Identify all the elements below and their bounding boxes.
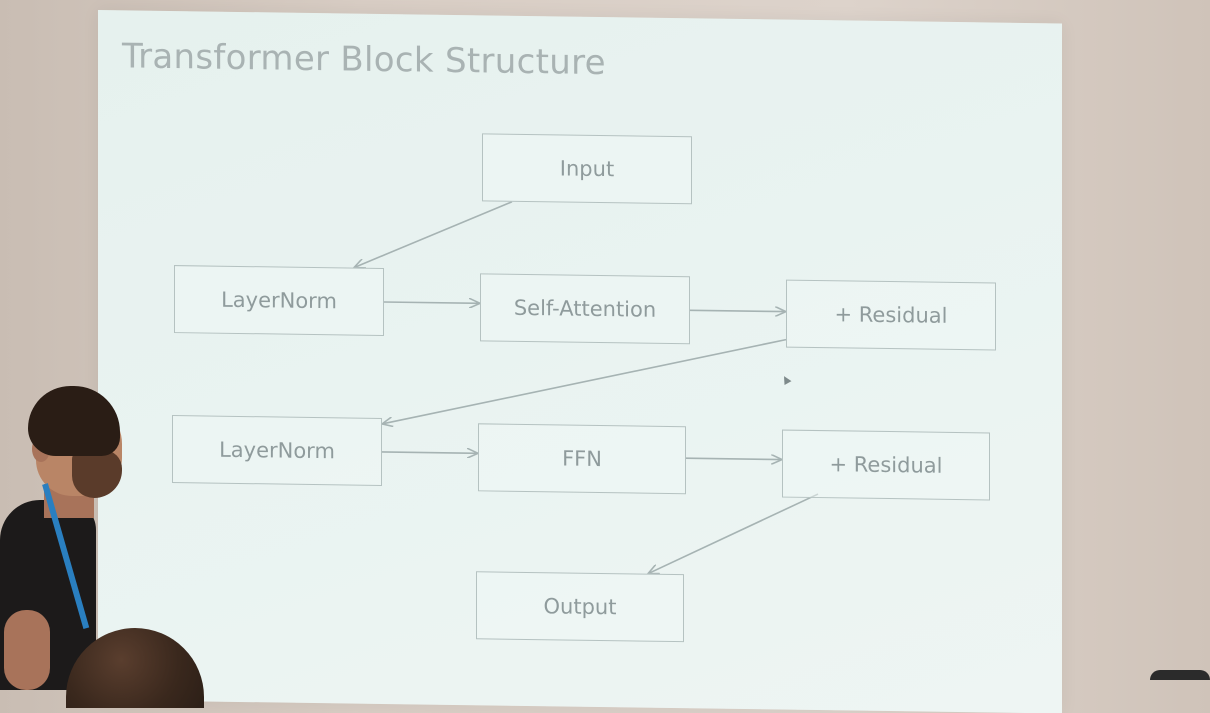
presenter-beard <box>72 450 122 498</box>
node-residual-2: + Residual <box>782 429 990 501</box>
projector-screen: Transformer Block Structure Input LayerN… <box>98 10 1062 713</box>
node-layernorm-1: LayerNorm <box>174 265 384 336</box>
edge-ffn-to-residual-2 <box>686 458 782 459</box>
diagram-edges <box>98 201 819 713</box>
edge-layernorm-1-to-self-attention <box>384 302 480 303</box>
edge-layernorm-2-to-ffn <box>382 452 478 453</box>
node-self-attention: Self-Attention <box>480 273 690 345</box>
node-label: LayerNorm <box>219 437 335 464</box>
node-layernorm-2: LayerNorm <box>172 415 382 486</box>
edge-residual-2-to-output <box>648 493 819 576</box>
node-label: FFN <box>562 446 602 472</box>
node-residual-1: + Residual <box>786 279 996 351</box>
edge-residual-1-to-layernorm-2 <box>382 338 787 430</box>
foreground-object <box>1150 670 1210 680</box>
node-label: LayerNorm <box>221 287 337 314</box>
edge-input-to-layernorm-1 <box>354 201 513 270</box>
presenter-arm <box>4 610 50 690</box>
node-input: Input <box>482 133 692 205</box>
node-label: Input <box>559 156 615 182</box>
presenter-hair <box>28 386 120 456</box>
node-ffn: FFN <box>478 423 686 495</box>
node-label: Self-Attention <box>513 295 657 322</box>
edge-self-attention-to-residual-1 <box>690 310 786 311</box>
node-label: + Residual <box>834 302 948 328</box>
node-label: + Residual <box>829 452 943 478</box>
node-output: Output <box>476 571 684 643</box>
node-label: Output <box>543 594 617 620</box>
